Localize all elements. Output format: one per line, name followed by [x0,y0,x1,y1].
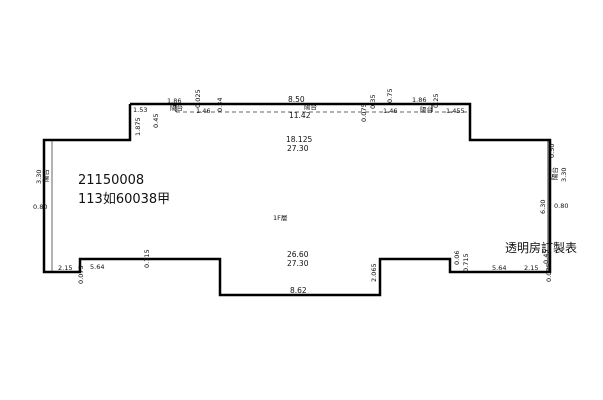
dim-left-1875: 1.875 [134,117,142,136]
dim-mid-lower-1: 26.60 [287,250,309,259]
dim-right-050: 0.50 [548,144,556,158]
record-number: 21150008 [78,173,144,188]
room-top-right: 陽台 [420,105,433,114]
dim-right-630: 6.30 [539,200,547,214]
dim-bottom-862: 8.62 [290,286,307,295]
dim-top-right-035: 0.35 [369,95,377,109]
dim-br-0715: 0.715 [462,253,470,272]
room-top-left: 陽台 [170,103,183,112]
floor-label: 1F層 [273,214,287,222]
dim-mid-upper-2: 27.30 [287,144,309,153]
dim-top-right-0075: 0.075 [360,103,368,122]
dim-bl-564: 5.64 [90,263,104,271]
room-left: 陽台 [41,169,50,182]
dim-left-330: 3.30 [35,170,43,184]
room-right: 陽台 [550,167,559,180]
dim-mid-lower-2: 27.30 [287,259,309,268]
dim-top-right-075: 0.75 [386,89,394,103]
dim-bottom-2065: 2.065 [370,263,378,282]
dim-top-left-146: 1.46 [196,107,210,115]
dim-top-left-034: 0.34 [216,98,224,112]
dim-top-left-notch: 1.86 [167,97,181,105]
dim-right-080: 0.80 [554,202,568,210]
dim-br-0075: 0.075 [545,263,553,282]
dim-top-right-notch: 1.86 [412,96,426,104]
record-reference: 113如60038甲 [78,191,170,207]
dim-br-564: 5.64 [492,264,506,272]
dim-br-006: 0.06 [453,251,461,265]
dim-right-045: 0.45 [542,250,550,264]
floor-outline [42,102,552,297]
dim-top-inner: 11.42 [289,111,311,120]
room-top-mid: 陽台 [304,102,317,111]
dim-right-330: 3.30 [560,168,568,182]
dim-left-080: 0.80 [33,203,47,211]
dim-mid-upper-1: 18.125 [286,135,312,144]
dim-top-left-seg: 1.53 [133,106,147,114]
dim-top-wall: 8.50 [288,95,305,104]
dim-bl-0075: 0.075 [77,265,85,284]
dim-top-right-025: 0.25 [432,94,440,108]
dim-top-right-146: 1.46 [383,107,397,115]
stamp-text: 透明房訂製表 [505,240,577,255]
dim-bl-215: 2.15 [58,264,72,272]
dim-top-left-small: 0.025 [194,89,202,108]
dim-left-045: 0.45 [152,114,160,128]
dim-top-right-1455: 1.455 [446,107,465,115]
dim-bl-0715: 0.715 [143,249,151,268]
dim-br-215: 2.15 [524,264,538,272]
